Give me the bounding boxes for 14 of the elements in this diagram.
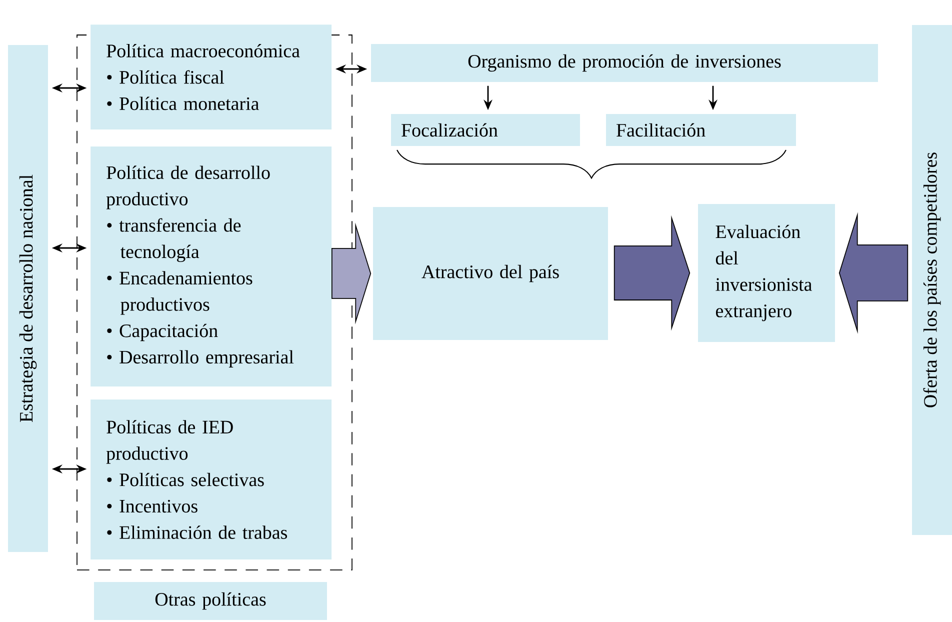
process-box: Focalización [391, 114, 580, 146]
process-box: Otras políticas [94, 582, 327, 620]
vertical-band: Oferta de los países competidores [912, 25, 952, 535]
policy-box: Políticas de IED productivo • Políticas selectivas • Incentivos • Eliminación de trabas [90, 400, 332, 560]
block-arrow [331, 222, 372, 324]
process-box: Evaluación del inversionista extranjero [698, 204, 835, 342]
policy-box: Política de desarrollo productivo • transferencia de tecnología • Encadenamientos productivos • Capacitación • Desarrollo empresarial [90, 146, 332, 387]
vertical-band: Estrategia de desarrollo nacional [8, 45, 48, 552]
block-arrow [838, 212, 908, 334]
policy-box: Política macroeconómica • Política fiscal • Política monetaria [90, 24, 332, 130]
process-box: Atractivo del país [373, 207, 608, 340]
process-box: Facilitación [606, 114, 796, 146]
process-box: Organismo de promoción de inversiones [371, 44, 878, 82]
block-arrow [614, 215, 690, 331]
